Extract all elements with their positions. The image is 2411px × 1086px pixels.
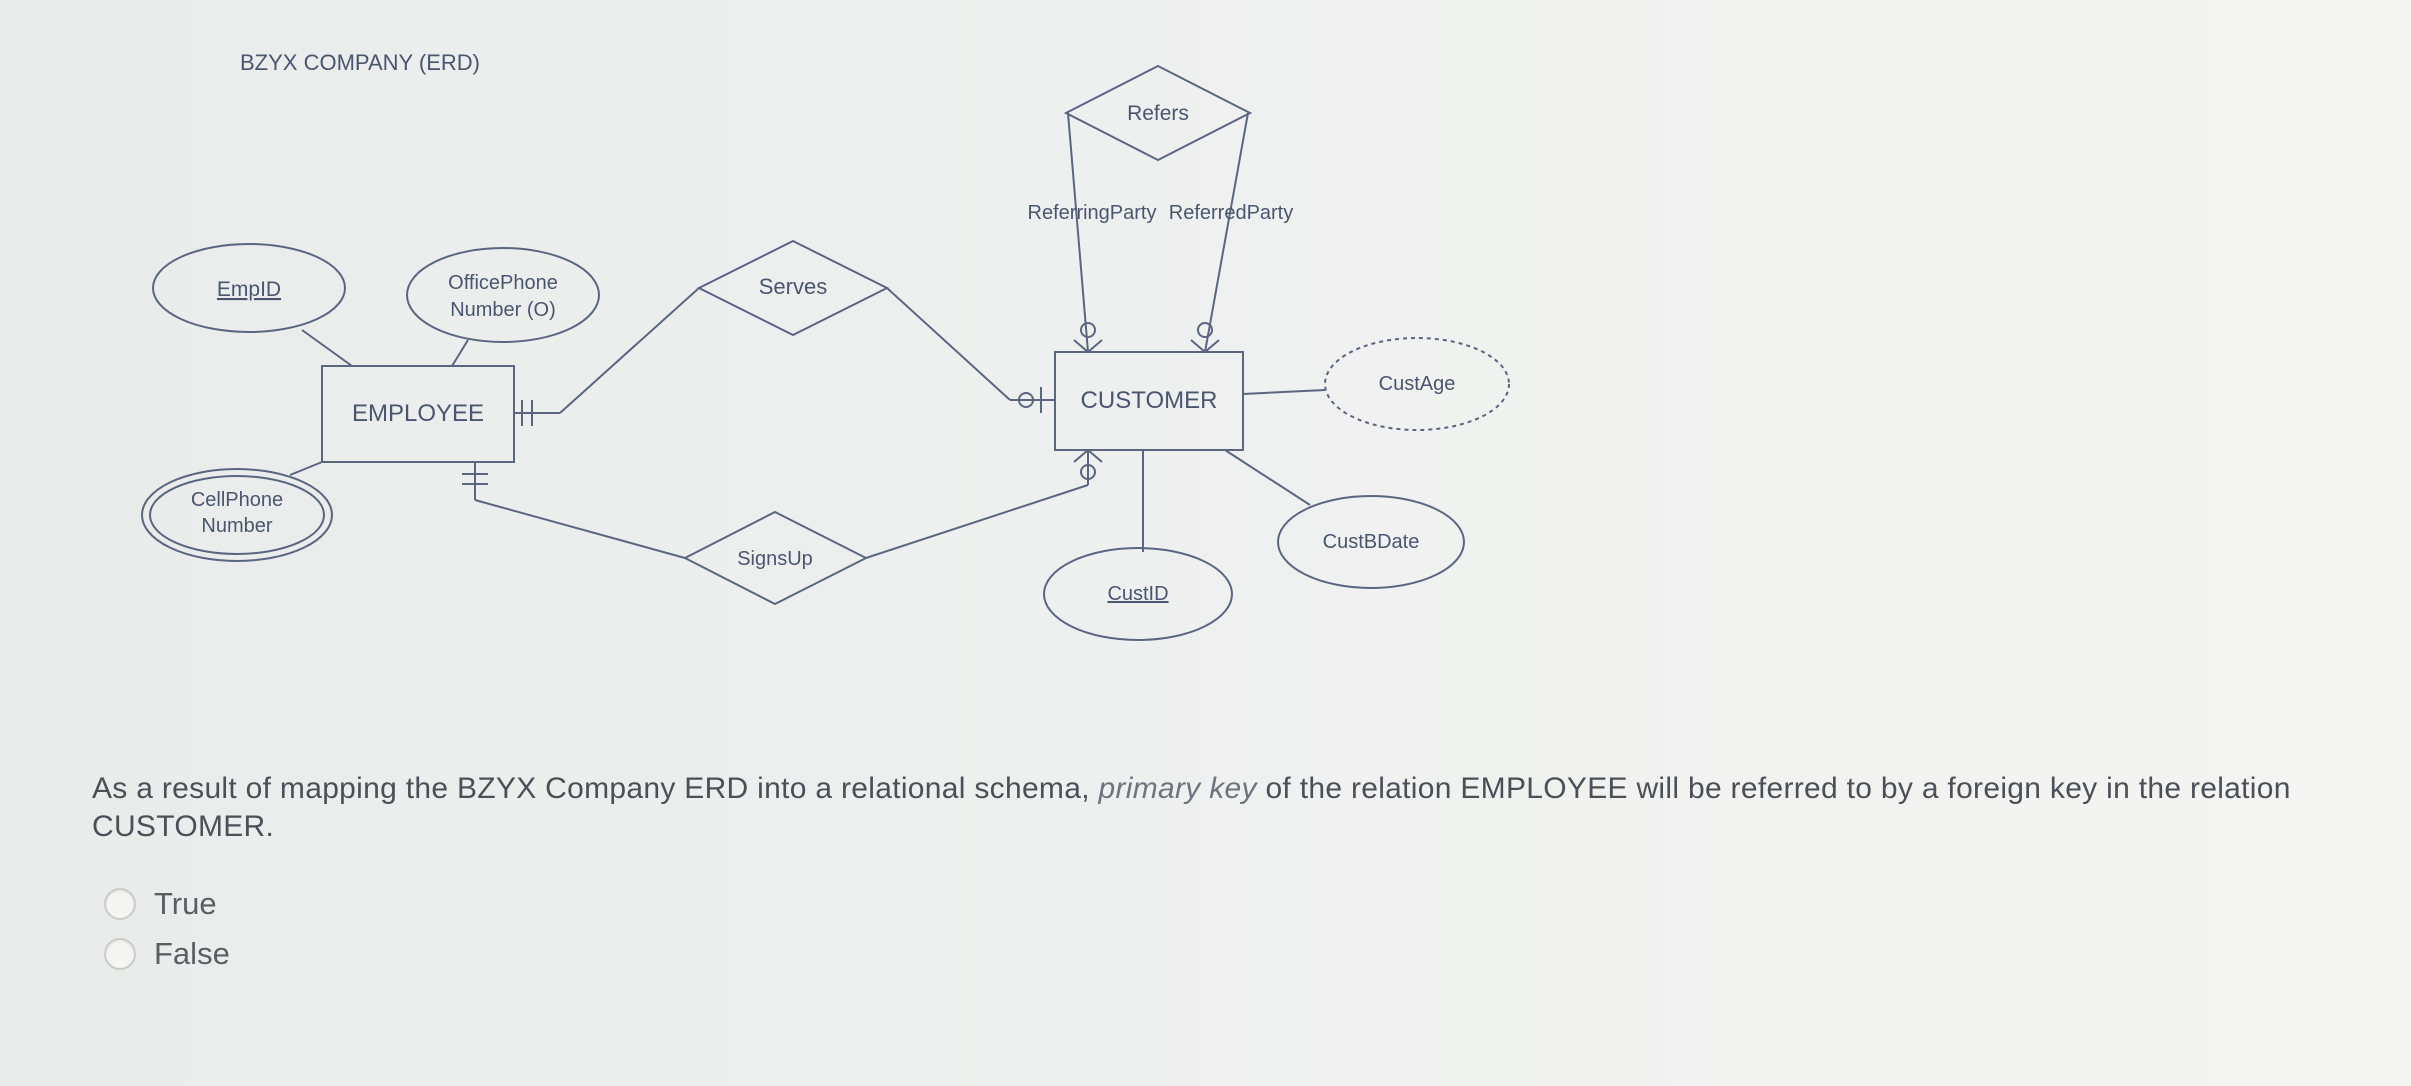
custage-label: CustAge <box>1379 373 1456 395</box>
custage-attribute: CustAge <box>1324 337 1510 431</box>
erd-diagram: BZYX COMPANY (ERD) <box>141 50 1510 641</box>
cellphone-label-line2: Number <box>201 515 272 537</box>
radio-false[interactable] <box>104 938 136 970</box>
employee-entity: EMPLOYEE <box>321 365 515 463</box>
employee-label: EMPLOYEE <box>352 400 484 427</box>
officephone-label-line1: OfficePhone <box>448 272 558 294</box>
question-emphasis: primary key <box>1098 772 1257 805</box>
refers-label: Refers <box>1127 102 1189 125</box>
serves-relationship: Serves <box>696 239 890 337</box>
option-false[interactable]: False <box>104 936 230 972</box>
custbdate-label: CustBDate <box>1323 531 1420 553</box>
referred-party-label: ReferredParty <box>1169 202 1294 224</box>
empid-label: EmpID <box>217 278 281 301</box>
cellphone-label-line1: CellPhone <box>191 489 283 511</box>
refers-relationship: Refers <box>1063 64 1253 162</box>
serves-label: Serves <box>759 274 827 299</box>
signsup-label: SignsUp <box>737 548 813 570</box>
customer-label: CUSTOMER <box>1081 387 1218 414</box>
question-text: As a result of mapping the BZYX Company … <box>92 770 2342 846</box>
option-false-label: False <box>154 936 230 971</box>
signsup-relationship: SignsUp <box>682 510 869 606</box>
referring-party-label: ReferringParty <box>1028 202 1157 224</box>
question-text-after: of the relation EMPLOYEE will be referre… <box>92 772 2291 843</box>
cardinality-markers <box>462 322 1220 485</box>
diagram-title: BZYX COMPANY (ERD) <box>240 50 480 75</box>
custid-attribute: CustID <box>1043 547 1233 641</box>
empid-attribute: EmpID <box>152 243 346 333</box>
radio-true[interactable] <box>104 888 136 920</box>
custbdate-attribute: CustBDate <box>1277 495 1465 589</box>
option-true[interactable]: True <box>104 886 217 922</box>
customer-entity: CUSTOMER <box>1054 351 1244 451</box>
question-text-before: As a result of mapping the BZYX Company … <box>92 772 1099 805</box>
connector-lines <box>289 112 1326 559</box>
option-true-label: True <box>154 886 217 921</box>
officephone-label-line2: Number (O) <box>450 299 556 321</box>
custid-label: CustID <box>1107 583 1168 605</box>
cellphone-attribute: CellPhone Number <box>141 468 333 562</box>
officephone-attribute: OfficePhone Number (O) <box>406 247 600 343</box>
